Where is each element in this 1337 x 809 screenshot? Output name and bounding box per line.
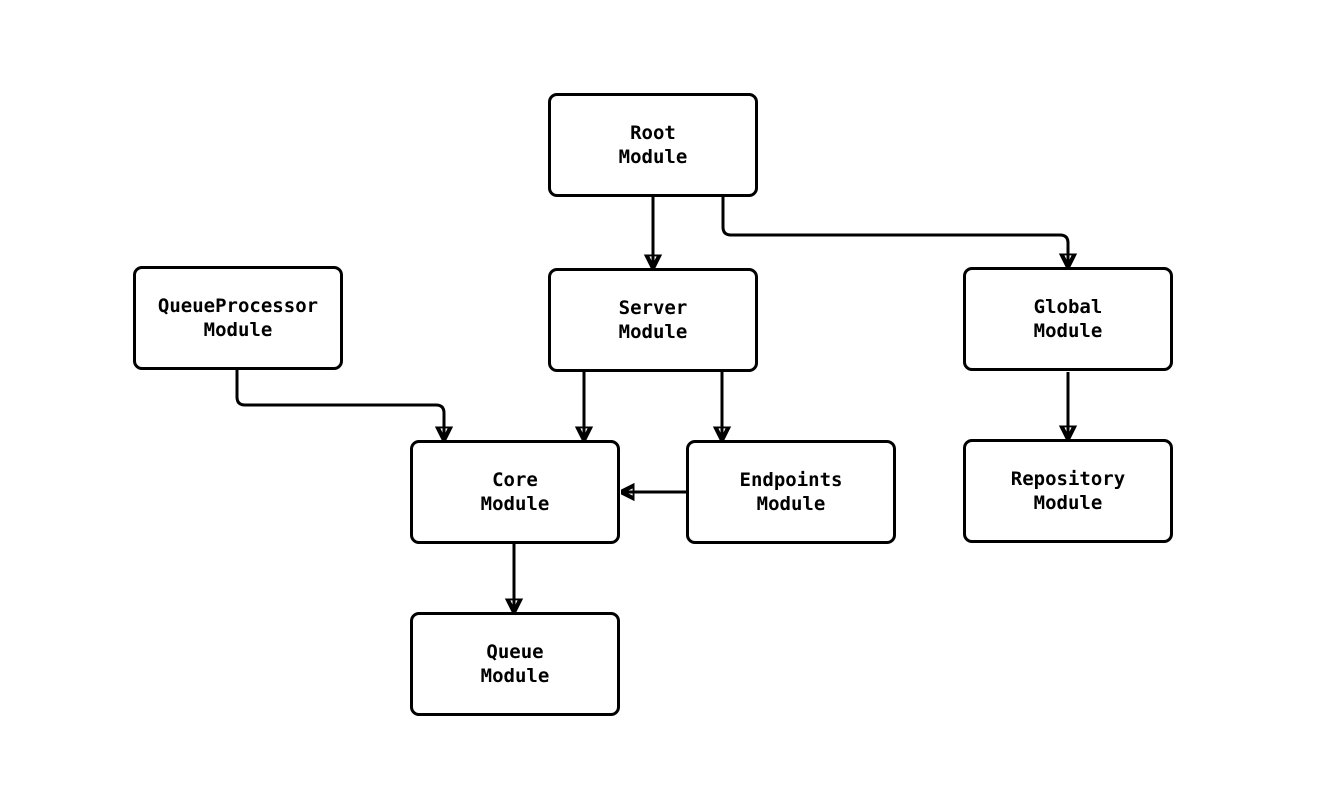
node-endpoints-module-label: Endpoints Module bbox=[739, 469, 843, 515]
node-endpoints-module: Endpoints Module bbox=[686, 440, 896, 544]
node-queueprocessor-module-label: QueueProcessor Module bbox=[157, 295, 319, 341]
edge-queueprocessor-to-core bbox=[235, 370, 444, 436]
node-repository-module: Repository Module bbox=[963, 439, 1173, 543]
node-global-module-label: Global Module bbox=[1033, 296, 1103, 342]
node-queue-module-label: Queue Module bbox=[480, 641, 550, 687]
node-repository-module-label: Repository Module bbox=[1010, 468, 1126, 514]
node-queue-module: Queue Module bbox=[410, 612, 620, 716]
node-root-module-label: Root Module bbox=[618, 122, 688, 168]
node-core-module-label: Core Module bbox=[480, 469, 550, 515]
node-server-module-label: Server Module bbox=[618, 297, 688, 343]
edge-root-to-global bbox=[721, 197, 1068, 263]
node-core-module: Core Module bbox=[410, 440, 620, 544]
node-global-module: Global Module bbox=[963, 267, 1173, 371]
node-root-module: Root Module bbox=[548, 93, 758, 197]
node-queueprocessor-module: QueueProcessor Module bbox=[133, 266, 343, 370]
node-server-module: Server Module bbox=[548, 268, 758, 372]
